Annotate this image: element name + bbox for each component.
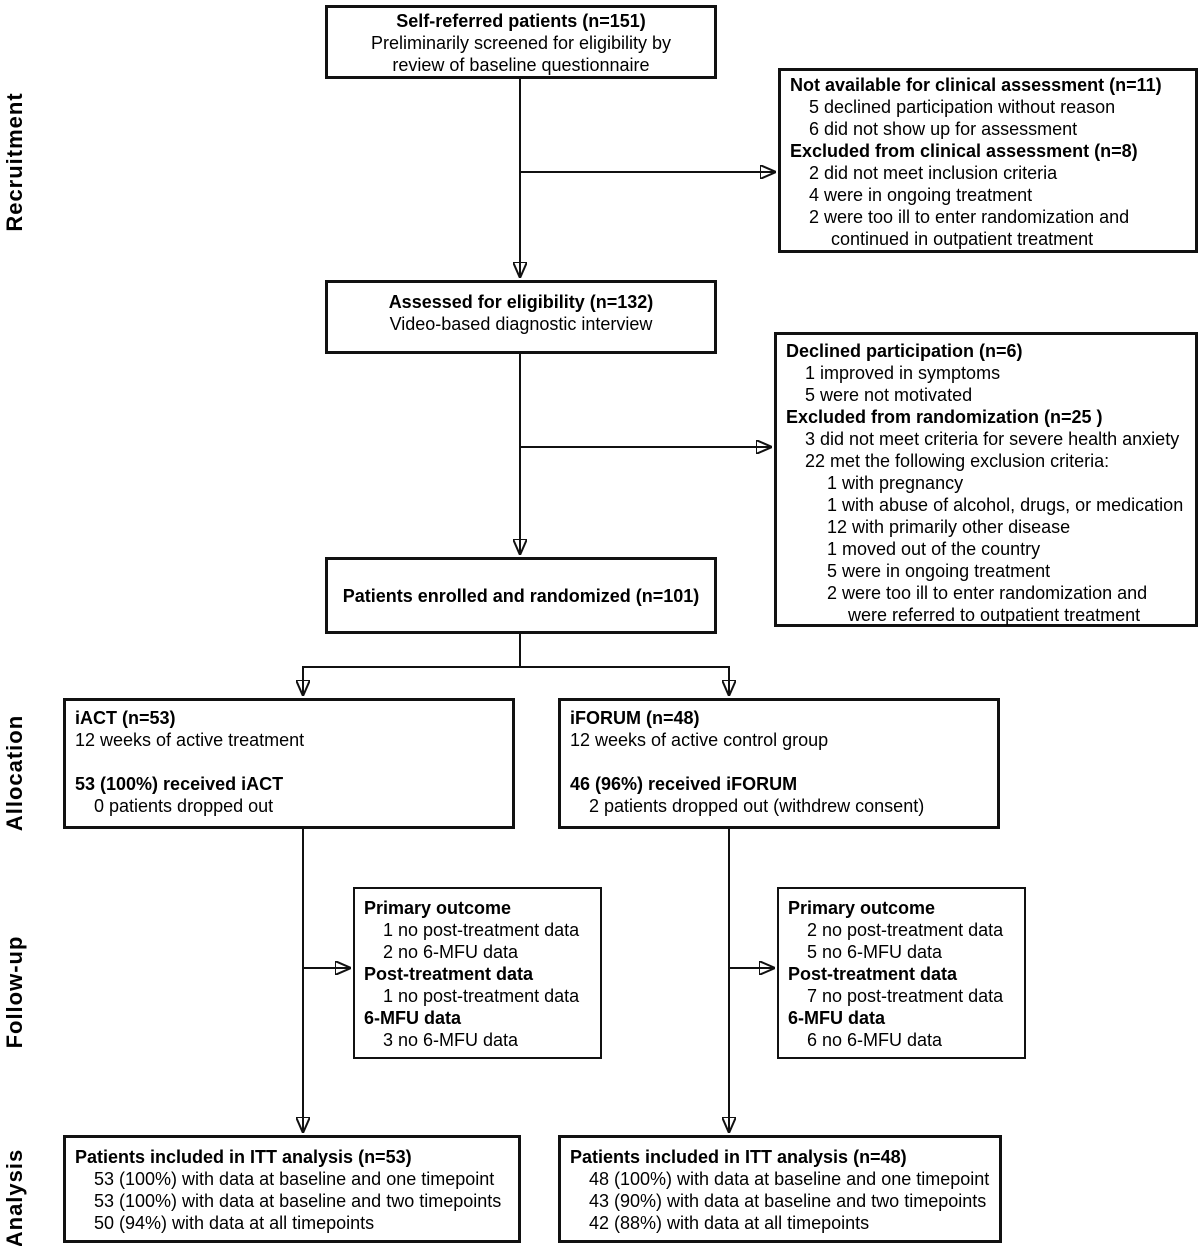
box-line: continued in outpatient treatment: [831, 229, 1094, 249]
box-line: 50 (94%) with data at all timepoints: [94, 1213, 375, 1233]
box-itt-analysis-iforum: Patients included in ITT analysis (n=48)…: [558, 1135, 1002, 1243]
box-line: 12 weeks of active treatment: [75, 730, 305, 750]
box-line: 7 no post-treatment data: [807, 986, 1004, 1006]
box-line: 2 did not meet inclusion criteria: [809, 163, 1058, 183]
stage-label-followup: Follow-up: [2, 935, 27, 1049]
box-line: 2 no 6-MFU data: [383, 942, 519, 962]
box-line: 53 (100%) received iACT: [75, 774, 284, 794]
box-enrolled-randomized: Patients enrolled and randomized (n=101): [325, 557, 717, 634]
stage-label-allocation: Allocation: [2, 714, 27, 832]
box-line: review of baseline questionnaire: [392, 55, 650, 75]
box-line: [75, 751, 503, 773]
box-line: Patients included in ITT analysis (n=53): [75, 1147, 412, 1167]
box-line: 5 were not motivated: [805, 385, 973, 405]
box-line: Post-treatment data: [364, 964, 534, 984]
box-line: 3 did not meet criteria for severe healt…: [805, 429, 1180, 449]
box-line: 3 no 6-MFU data: [383, 1030, 519, 1050]
box-line: Not available for clinical assessment (n…: [790, 75, 1162, 95]
box-line: 22 met the following exclusion criteria:: [805, 451, 1110, 471]
box-line: 2 were too ill to enter randomization an…: [809, 207, 1130, 227]
box-line: Primary outcome: [788, 898, 936, 918]
box-line: Self-referred patients (n=151): [396, 11, 646, 31]
box-line: 43 (90%) with data at baseline and two t…: [589, 1191, 987, 1211]
box-line: Excluded from clinical assessment (n=8): [790, 141, 1138, 161]
box-self-referred-patients: Self-referred patients (n=151)Preliminar…: [325, 5, 717, 79]
box-line: 12 weeks of active control group: [570, 730, 829, 750]
box-line: Post-treatment data: [788, 964, 958, 984]
box-line: Preliminarily screened for eligibility b…: [370, 33, 672, 53]
box-line: 53 (100%) with data at baseline and one …: [94, 1169, 495, 1189]
box-line: 2 patients dropped out (withdrew consent…: [589, 796, 925, 816]
box-line: 5 no 6-MFU data: [807, 942, 943, 962]
box-line: Video-based diagnostic interview: [389, 314, 653, 334]
stage-label-recruitment: Recruitment: [2, 92, 27, 232]
box-line: 53 (100%) with data at baseline and two …: [94, 1191, 502, 1211]
box-line: 48 (100%) with data at baseline and one …: [589, 1169, 990, 1189]
box-line: 12 with primarily other disease: [827, 517, 1071, 537]
box-line: Patients included in ITT analysis (n=48): [570, 1147, 907, 1167]
box-line: 42 (88%) with data at all timepoints: [589, 1213, 870, 1233]
box-line: 1 improved in symptoms: [805, 363, 1001, 383]
box-line: Excluded from randomization (n=25 ): [786, 407, 1103, 427]
box-line: 1 no post-treatment data: [383, 920, 580, 940]
box-line: 5 were in ongoing treatment: [827, 561, 1051, 581]
box-iforum-allocation: iFORUM (n=48)12 weeks of active control …: [558, 698, 1000, 829]
box-line: 1 moved out of the country: [827, 539, 1041, 559]
box-line: 6-MFU data: [788, 1008, 886, 1028]
box-line: iFORUM (n=48): [570, 708, 700, 728]
box-line: 46 (96%) received iFORUM: [570, 774, 798, 794]
box-line: 2 no post-treatment data: [807, 920, 1004, 940]
box-line: [570, 751, 988, 773]
box-line: Assessed for eligibility (n=132): [388, 292, 654, 312]
box-line: iACT (n=53): [75, 708, 176, 728]
box-line: 1 with pregnancy: [827, 473, 964, 493]
box-line: 2 were too ill to enter randomization an…: [827, 583, 1148, 603]
box-line: 6-MFU data: [364, 1008, 462, 1028]
box-line: 1 with abuse of alcohol, drugs, or medic…: [827, 495, 1184, 515]
box-line: 6 did not show up for assessment: [809, 119, 1078, 139]
box-line: Declined participation (n=6): [786, 341, 1023, 361]
box-line: 1 no post-treatment data: [383, 986, 580, 1006]
box-line: 4 were in ongoing treatment: [809, 185, 1033, 205]
box-not-available-for-assessment: Not available for clinical assessment (n…: [778, 68, 1198, 253]
stage-label-analysis: Analysis: [2, 1148, 27, 1246]
box-line: were referred to outpatient treatment: [848, 605, 1141, 625]
box-line: 0 patients dropped out: [94, 796, 274, 816]
box-line: Primary outcome: [364, 898, 512, 918]
box-iact-allocation: iACT (n=53)12 weeks of active treatment 5…: [63, 698, 515, 829]
box-itt-analysis-iact: Patients included in ITT analysis (n=53)…: [63, 1135, 521, 1243]
box-declined-excluded: Declined participation (n=6)1 improved i…: [774, 332, 1198, 627]
box-line: 6 no 6-MFU data: [807, 1030, 943, 1050]
box-line: 5 declined participation without reason: [809, 97, 1116, 117]
box-assessed-for-eligibility: Assessed for eligibility (n=132)Video-ba…: [325, 280, 717, 354]
box-line: Patients enrolled and randomized (n=101): [342, 585, 700, 606]
